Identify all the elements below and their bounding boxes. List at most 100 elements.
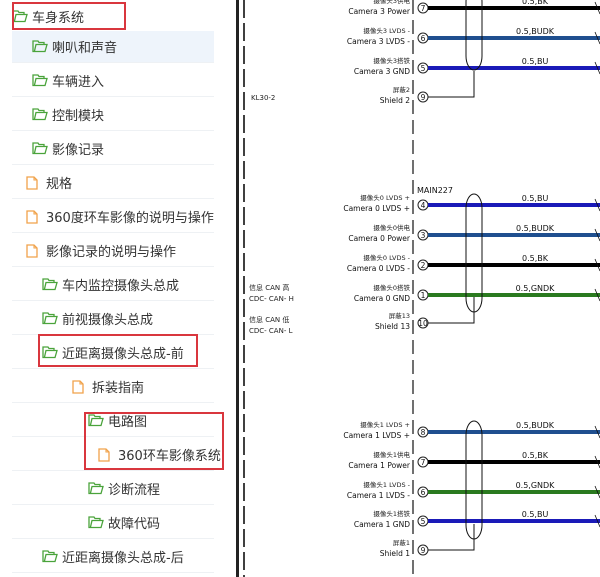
pin-cn-label: 屏蔽2 (393, 85, 410, 94)
left-label: KL30-2 (251, 94, 275, 102)
pin-number: 7 (421, 458, 426, 467)
tree-item-label: 喇叭和声音 (52, 41, 118, 56)
wire-label: 0.5,GNDK (516, 481, 556, 490)
shield-oval (465, 193, 483, 313)
wire-label: 0.5,BUDK (516, 27, 555, 36)
folder-icon (32, 108, 48, 121)
folder-icon (32, 142, 48, 155)
tree-item-label: 故障代码 (108, 517, 161, 532)
wire-label: 0.5,BU (522, 194, 549, 203)
tree-item-label: 前视摄像头总成 (62, 313, 154, 328)
document-icon (26, 176, 42, 190)
tree-item-label: 近距离摄像头总成-前 (62, 347, 184, 362)
tree-item-horn-and-sound[interactable]: 喇叭和声音 (12, 31, 214, 63)
tree-item-control-module[interactable]: 控制模块 (12, 99, 214, 131)
navigation-tree: 车身系统喇叭和声音车辆进入控制模块影像记录规格 360度环车影像的说明与操作影像记… (0, 0, 232, 577)
shield-oval (465, 0, 483, 71)
tree-item-interior-camera-assembly[interactable]: 车内监控摄像头总成 (12, 269, 214, 301)
document-icon (72, 380, 88, 394)
wire-label: 0.5,GNDK (516, 284, 556, 293)
tree-item-video-recording[interactable]: 影像记录 (12, 133, 214, 165)
pin-number: 4 (421, 201, 426, 210)
tree-item-body-system[interactable]: 车身系统 (2, 0, 204, 32)
tree-item-label: 电路图 (108, 415, 148, 430)
document-icon (98, 448, 114, 462)
folder-icon (42, 550, 58, 563)
pin-number: 9 (421, 546, 426, 555)
tree-item-360-view-description[interactable]: 360度环车影像的说明与操作 (12, 201, 214, 233)
tree-item-label: 影像记录 (52, 143, 105, 158)
pin-cn-label: 屏蔽13 (389, 311, 410, 320)
pin-en-label: Camera 1 Power (348, 461, 411, 470)
tree-item-front-camera-assembly[interactable]: 前视摄像头总成 (12, 303, 214, 335)
tree-item-diagnostic-flow[interactable]: 诊断流程 (12, 473, 214, 505)
wire-end-marker (594, 228, 600, 242)
pin-cn-label: 摄像头1搭铁 (373, 509, 410, 518)
folder-icon (88, 516, 104, 529)
tree-item-circuit-diagram[interactable]: 电路图 (12, 405, 214, 437)
shield-line (428, 524, 475, 551)
tree-item-label: 拆装指南 (92, 381, 145, 396)
pin-en-label: Camera 1 GND (354, 520, 410, 529)
pin-number: 9 (421, 93, 426, 102)
pin-number: 5 (421, 517, 426, 526)
tree-item-label: 车内监控摄像头总成 (62, 279, 180, 294)
folder-icon (42, 278, 58, 291)
pin-number: 2 (421, 261, 426, 270)
shield-oval (465, 420, 483, 540)
wire-end-marker (594, 288, 600, 302)
pin-cn-label: 摄像头3搭铁 (373, 56, 410, 65)
tree-item-video-recording-description[interactable]: 影像记录的说明与操作 (12, 235, 214, 267)
wire-end-marker (594, 198, 600, 212)
shield-line (428, 297, 475, 324)
connector-label: MAIN227 (417, 186, 453, 195)
tree-item-label: 车辆进入 (52, 75, 105, 90)
tree-item-label: 控制模块 (52, 109, 105, 124)
pin-cn-label: 摄像头0 LVDS - (363, 253, 410, 262)
folder-icon (42, 346, 58, 359)
wire-label: 0.5,BUDK (516, 224, 555, 233)
pin-en-label: Camera 0 Power (348, 234, 411, 243)
tree-item-near-camera-front[interactable]: 近距离摄像头总成-前 (12, 337, 214, 369)
pin-number: 3 (421, 231, 426, 240)
pin-en-label: Camera 3 Power (348, 7, 411, 16)
wire-label: 0.5,BK (522, 254, 549, 263)
tree-item-fault-codes[interactable]: 故障代码 (12, 507, 214, 539)
folder-icon (42, 312, 58, 325)
pin-number: 6 (421, 34, 426, 43)
wire-end-marker (594, 61, 600, 75)
tree-item-360-view-system[interactable]: 360环车影像系统 (12, 439, 221, 471)
wire-end-marker (594, 455, 600, 469)
wire-label: 0.5,BK (522, 0, 549, 6)
tree-item-removal-guide[interactable]: 拆装指南 (12, 371, 214, 403)
folder-icon (32, 74, 48, 87)
pin-cn-label: 摄像头3 LVDS - (363, 26, 410, 35)
left-label: 信息 CAN 低 (249, 315, 289, 324)
tree-item-label: 360度环车影像的说明与操作 (46, 211, 214, 226)
pin-cn-label: 摄像头1供电 (373, 450, 410, 459)
pin-number: 6 (421, 488, 426, 497)
tree-item-label: 近距离摄像头总成-后 (62, 551, 184, 566)
tree-item-label: 诊断流程 (108, 483, 161, 498)
tree-item-near-camera-rear[interactable]: 近距离摄像头总成-后 (12, 541, 214, 573)
tree-item-specifications[interactable]: 规格 (12, 167, 214, 199)
pin-en-label: Camera 0 LVDS + (343, 204, 410, 213)
folder-icon (32, 40, 48, 53)
panel-divider[interactable] (236, 0, 239, 577)
pin-en-label: Shield 13 (375, 322, 410, 331)
wire-label: 0.5,BUDK (516, 421, 555, 430)
folder-icon (88, 414, 104, 427)
tree-item-label: 车身系统 (32, 10, 85, 26)
pin-cn-label: 摄像头3供电 (373, 0, 410, 5)
pin-number: 7 (421, 4, 426, 13)
pin-cn-label: 摄像头1 LVDS + (360, 420, 410, 429)
pin-en-label: Camera 3 GND (354, 67, 410, 76)
wire-end-marker (594, 425, 600, 439)
pin-en-label: Camera 3 LVDS - (347, 37, 410, 46)
pin-number: 1 (421, 291, 426, 300)
wire-end-marker (594, 485, 600, 499)
pin-cn-label: 屏蔽1 (393, 538, 410, 547)
tree-item-vehicle-entry[interactable]: 车辆进入 (12, 65, 214, 97)
left-label: CDC- CAN- H (249, 295, 294, 303)
